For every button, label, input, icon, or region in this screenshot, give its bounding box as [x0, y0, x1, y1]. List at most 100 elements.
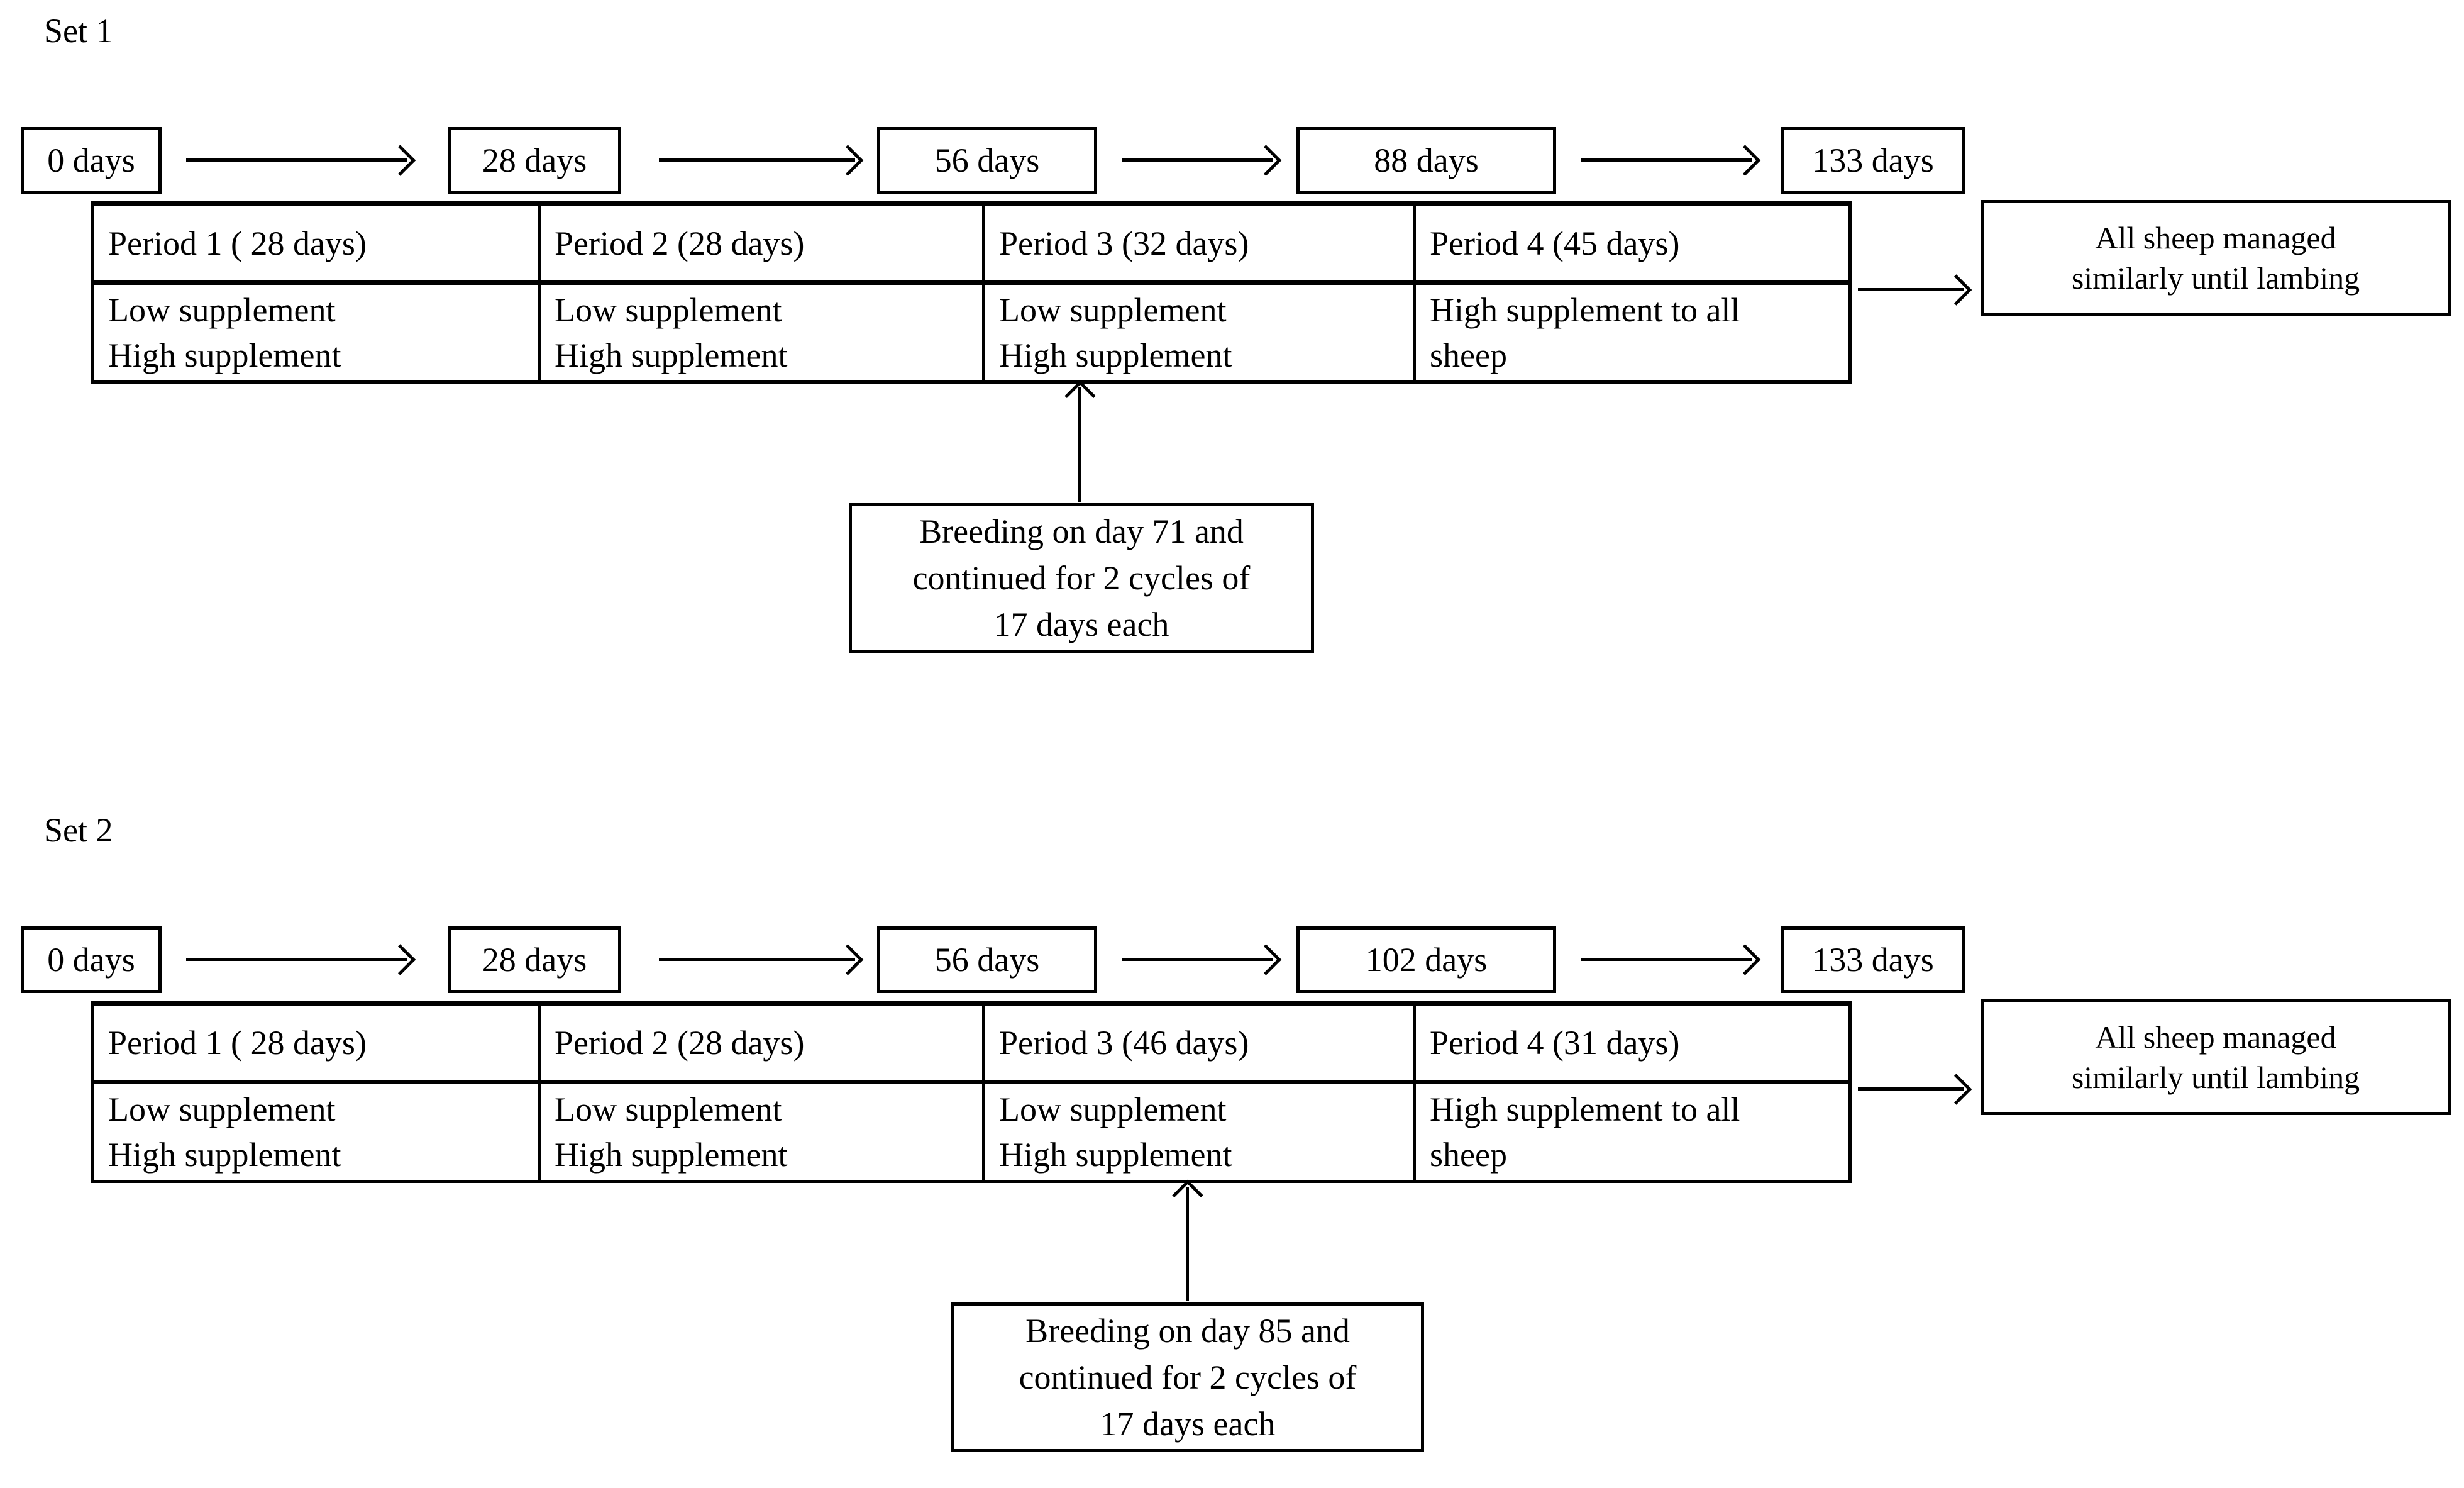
arrow-head — [1729, 943, 1761, 975]
breeding-note-box: Breeding on day 85 and continued for 2 c… — [951, 1302, 1424, 1452]
timeline-day-box: 0 days — [21, 926, 162, 993]
breeding-note-line: Breeding on day 85 and — [1025, 1312, 1350, 1350]
timeline-day-box: 56 days — [877, 127, 1097, 194]
arrow-head — [1250, 144, 1282, 176]
period-header-cell: Period 2 (28 days) — [538, 206, 982, 285]
day-box-label: 56 days — [934, 142, 1040, 179]
breeding-note-line: Breeding on day 71 and — [919, 513, 1244, 550]
timeline-day-box: 28 days — [448, 127, 621, 194]
outcome-line: similarly until lambing — [2071, 1060, 2360, 1095]
period-header-label: Period 1 ( 28 days) — [108, 225, 367, 262]
arrow-right-icon — [659, 144, 864, 176]
timeline-day-box: 133 days — [1781, 926, 1965, 993]
timeline-day-box: 28 days — [448, 926, 621, 993]
timeline-day-box: 133 days — [1781, 127, 1965, 194]
outcome-box: All sheep managed similarly until lambin… — [1981, 200, 2451, 316]
arrow-head — [1940, 274, 1972, 306]
period-treatment-cell: High supplement to all sheep — [1413, 1084, 1848, 1180]
arrow-head — [1729, 144, 1761, 176]
breeding-note-line: 17 days each — [1100, 1405, 1276, 1443]
breeding-note-line: continued for 2 cycles of — [912, 559, 1251, 597]
day-box-label: 0 days — [47, 941, 135, 979]
timeline-day-box: 102 days — [1296, 926, 1556, 993]
treatment-line: High supplement to all — [1430, 1091, 1740, 1128]
arrow-right-icon — [1581, 144, 1761, 176]
set-label: Set 1 — [44, 12, 113, 50]
period-header-cell: Period 3 (46 days) — [982, 1006, 1413, 1084]
arrow-up-icon — [1064, 380, 1096, 502]
arrow-right-icon — [1858, 274, 1972, 306]
period-header-cell: Period 3 (32 days) — [982, 206, 1413, 285]
day-box-label: 88 days — [1374, 142, 1479, 179]
day-box-label: 133 days — [1812, 941, 1934, 979]
day-box-label: 102 days — [1365, 941, 1488, 979]
arrow-head — [1064, 380, 1096, 412]
day-box-label: 0 days — [47, 142, 135, 179]
outcome-line: All sheep managed — [2095, 220, 2336, 255]
treatment-line: Low supplement — [108, 1091, 336, 1128]
arrow-right-icon — [1122, 943, 1282, 975]
period-treatment-cell: Low supplement High supplement — [538, 285, 982, 380]
treatment-line: Low supplement — [999, 1091, 1227, 1128]
treatment-line: Low supplement — [108, 291, 336, 329]
arrow-head — [1940, 1073, 1972, 1105]
breeding-note-line: continued for 2 cycles of — [1019, 1358, 1357, 1396]
day-box-label: 28 days — [482, 941, 587, 979]
arrow-head — [832, 144, 864, 176]
arrow-head — [384, 144, 416, 176]
set-label: Set 2 — [44, 811, 113, 849]
period-treatment-cell: Low supplement High supplement — [982, 285, 1413, 380]
period-header-cell: Period 4 (31 days) — [1413, 1006, 1848, 1084]
period-header-label: Period 4 (45 days) — [1430, 225, 1680, 262]
period-header-label: Period 2 (28 days) — [555, 1024, 805, 1062]
treatment-line: sheep — [1430, 1136, 1507, 1174]
breeding-note-line: 17 days each — [993, 606, 1169, 643]
day-box-label: 28 days — [482, 142, 587, 179]
outcome-line: All sheep managed — [2095, 1019, 2336, 1055]
set-2-section: Set 2 0 days 28 days 56 days 102 days 13… — [0, 799, 2464, 1488]
period-table: Period 1 ( 28 days) Period 2 (28 days) P… — [91, 201, 1852, 384]
timeline-day-box: 88 days — [1296, 127, 1556, 194]
period-treatment-cell: High supplement to all sheep — [1413, 285, 1848, 380]
period-table: Period 1 ( 28 days) Period 2 (28 days) P… — [91, 1001, 1852, 1183]
period-header-cell: Period 1 ( 28 days) — [94, 206, 538, 285]
treatment-line: High supplement — [555, 1136, 788, 1174]
treatment-line: High supplement — [999, 1136, 1232, 1174]
arrow-head — [1171, 1179, 1203, 1211]
period-header-cell: Period 2 (28 days) — [538, 1006, 982, 1084]
treatment-line: High supplement — [108, 336, 341, 374]
arrow-right-icon — [659, 943, 864, 975]
arrow-right-icon — [186, 943, 416, 975]
day-box-label: 133 days — [1812, 142, 1934, 179]
treatment-line: Low supplement — [555, 291, 782, 329]
set-1-section: Set 1 0 days 28 days 56 days 88 days 133… — [0, 0, 2464, 689]
arrow-right-icon — [1581, 943, 1761, 975]
treatment-line: Low supplement — [999, 291, 1227, 329]
treatment-line: sheep — [1430, 336, 1507, 374]
outcome-box: All sheep managed similarly until lambin… — [1981, 999, 2451, 1115]
timeline-day-box: 56 days — [877, 926, 1097, 993]
arrow-right-icon — [186, 144, 416, 176]
treatment-line: High supplement — [555, 336, 788, 374]
timeline-day-box: 0 days — [21, 127, 162, 194]
period-header-label: Period 1 ( 28 days) — [108, 1024, 367, 1062]
treatment-line: High supplement to all — [1430, 291, 1740, 329]
period-header-cell: Period 4 (45 days) — [1413, 206, 1848, 285]
period-header-label: Period 3 (46 days) — [999, 1024, 1249, 1062]
arrow-right-icon — [1858, 1073, 1972, 1105]
period-header-cell: Period 1 ( 28 days) — [94, 1006, 538, 1084]
period-header-label: Period 2 (28 days) — [555, 225, 805, 262]
day-box-label: 56 days — [934, 941, 1040, 979]
outcome-line: similarly until lambing — [2071, 260, 2360, 296]
period-treatment-cell: Low supplement High supplement — [538, 1084, 982, 1180]
period-treatment-cell: Low supplement High supplement — [94, 1084, 538, 1180]
arrow-right-icon — [1122, 144, 1282, 176]
period-header-label: Period 4 (31 days) — [1430, 1024, 1680, 1062]
treatment-line: High supplement — [108, 1136, 341, 1174]
period-treatment-cell: Low supplement High supplement — [982, 1084, 1413, 1180]
arrow-head — [384, 943, 416, 975]
treatment-line: Low supplement — [555, 1091, 782, 1128]
arrow-up-icon — [1171, 1179, 1203, 1301]
period-treatment-cell: Low supplement High supplement — [94, 285, 538, 380]
